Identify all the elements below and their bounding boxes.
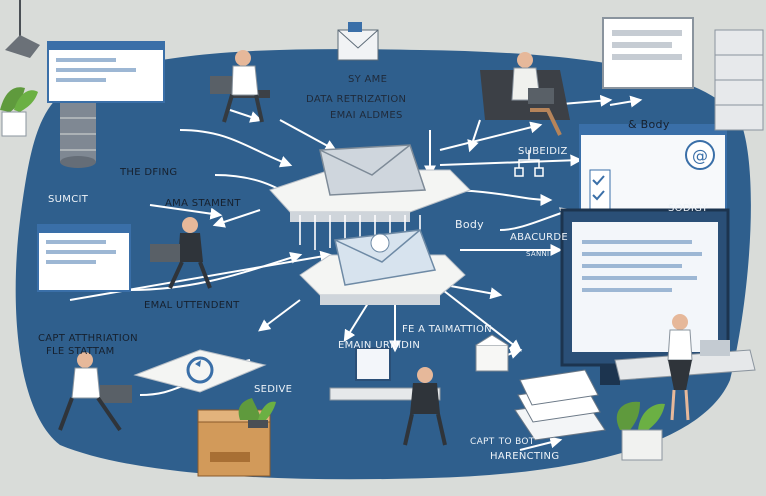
person-standing <box>667 314 693 421</box>
envelope-icon <box>319 144 427 196</box>
label-fle-stattam: FLE STATTAM <box>46 346 115 357</box>
person-at-desk <box>329 347 447 446</box>
label-email-uttendent: EMAL UTTENDENT <box>144 300 240 311</box>
label-body: Body <box>455 218 484 231</box>
wooden-crate <box>197 409 271 477</box>
server-stack-icon <box>60 96 96 168</box>
label-sanni: SANNI <box>526 250 550 258</box>
checklist-icon <box>589 169 611 211</box>
person-at-laptop <box>480 52 570 136</box>
package-box <box>475 334 509 372</box>
browser-window <box>602 17 694 89</box>
label-and-body: & Body <box>628 118 670 131</box>
label-sedive: SEDIVE <box>254 384 293 395</box>
label-subeidiz: SUBEIDIZ <box>518 146 568 157</box>
browser-window <box>47 41 165 103</box>
label-sodigy: SODIGY <box>668 203 709 214</box>
browser-window <box>37 224 131 292</box>
label-data-retrization: DATA RETRIZATION <box>306 94 407 105</box>
label-capt-atthriation: CAPT ATTHRIATION <box>38 333 138 344</box>
desk-lamp-icon <box>5 0 40 58</box>
label-emain-urnidin: EMAIN URNIDIN <box>338 340 421 351</box>
flowchart-icon <box>514 150 544 177</box>
sync-platform <box>133 349 267 393</box>
plant-icon <box>616 401 665 461</box>
label-capt-to-bot: CAPT TO BOT <box>470 437 535 447</box>
label-the-dfing: THE DFING <box>120 167 178 178</box>
connector-lines <box>69 94 643 451</box>
label-ama-statement: AMA STAMENT <box>165 198 241 209</box>
svg-text:@: @ <box>692 146 708 165</box>
bookshelf <box>714 29 764 131</box>
document-stack <box>514 369 606 441</box>
person-at-laptop <box>58 352 132 432</box>
monitor <box>560 208 730 385</box>
at-sign-icon: @ <box>685 140 715 170</box>
label-sumcit: SUMCIT <box>48 194 89 205</box>
plant-icon <box>238 398 276 428</box>
person-at-laptop <box>150 217 212 289</box>
refresh-icon <box>186 356 214 384</box>
label-emai-aldmes: EMAI ALDMES <box>330 110 403 121</box>
label-abacurde: ABACURDE <box>510 232 569 243</box>
plant-icon <box>0 87 38 137</box>
person-at-laptop <box>210 50 270 123</box>
label-fe-a-taimattion: FE A TAIMATTION <box>402 324 492 335</box>
envelope-icon <box>337 22 379 61</box>
label-harencting: HARENCTING <box>490 451 560 462</box>
envelope-icon <box>334 229 437 286</box>
label-sy-ame: SY AME <box>348 74 388 85</box>
